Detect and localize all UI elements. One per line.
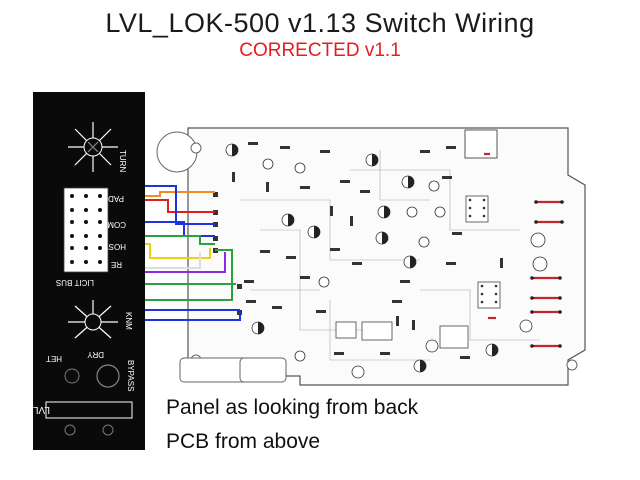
diagram-title: LVL_LOK-500 v1.13 Switch Wiring bbox=[105, 8, 535, 38]
label-knm: KNM bbox=[124, 312, 133, 330]
screw-icon-2 bbox=[102, 424, 114, 436]
pcb-board bbox=[156, 127, 586, 386]
screw-icon bbox=[64, 424, 76, 436]
name-plate-text: LVL_LOK-500 bbox=[0, 404, 50, 415]
label-comp: COMP bbox=[102, 220, 126, 229]
label-dry: DRY bbox=[87, 350, 104, 359]
name-plate bbox=[45, 401, 133, 419]
label-het: HET bbox=[46, 354, 62, 363]
note-panel-orientation: Panel as looking from back bbox=[166, 396, 419, 419]
diagram-subtitle: CORRECTED v1.1 bbox=[239, 40, 401, 61]
label-bypass: BYPASS bbox=[126, 360, 135, 391]
wire-green-2 bbox=[104, 235, 215, 245]
label-host: HOST bbox=[104, 242, 126, 251]
knm-knob-icon bbox=[84, 313, 102, 331]
label-turn: TURN bbox=[118, 150, 127, 172]
label-licit-bus: LICIT BUS bbox=[56, 278, 94, 287]
label-re: RE bbox=[111, 260, 122, 269]
front-panel bbox=[33, 92, 145, 450]
note-pcb-orientation: PCB from above bbox=[166, 430, 321, 453]
het-led-icon bbox=[64, 368, 80, 384]
label-pad: PAD bbox=[108, 194, 124, 203]
bypass-switch-icon bbox=[96, 364, 120, 388]
